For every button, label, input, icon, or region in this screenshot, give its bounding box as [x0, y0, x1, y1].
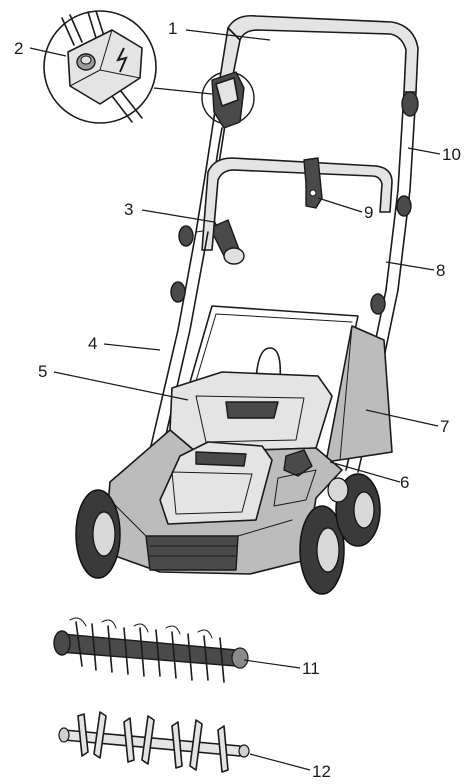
leader-5: [53, 371, 189, 401]
wheels: [75, 473, 381, 595]
leader-2: [29, 47, 67, 57]
scarifier-housing: [103, 371, 343, 575]
leader-12: [249, 753, 311, 771]
callout-3: 3: [124, 200, 133, 219]
grass-bag: [181, 305, 393, 463]
leader-9: [317, 197, 363, 213]
blade-roller: [58, 711, 250, 773]
callout-7: 7: [440, 417, 449, 436]
callout-11: 11: [302, 659, 320, 678]
switch-detail-inset: [43, 10, 157, 124]
middle-handle: [201, 157, 393, 251]
callout-6: 6: [400, 473, 409, 492]
leader-1: [185, 29, 271, 41]
leader-3: [141, 209, 215, 223]
callout-10: 10: [442, 145, 461, 164]
leader-4: [103, 343, 161, 351]
callout-2: 2: [14, 39, 23, 58]
callout-numbers: 1 2 3 4 5 6 7 8 9 10 11 12: [14, 19, 461, 781]
leader-8: [385, 261, 435, 271]
spring-tine-roller: [53, 617, 249, 683]
callout-4: 4: [88, 334, 97, 353]
leader-11: [243, 659, 301, 669]
callout-12: 12: [312, 762, 331, 781]
callout-8: 8: [436, 261, 445, 280]
callout-5: 5: [38, 362, 47, 381]
callout-1: 1: [168, 19, 177, 38]
leader-6: [329, 461, 401, 483]
cable-plug: [195, 219, 245, 265]
leader-lines: [29, 29, 441, 771]
leader-7: [365, 409, 439, 427]
leader-10: [407, 147, 441, 155]
callout-9: 9: [364, 203, 373, 222]
